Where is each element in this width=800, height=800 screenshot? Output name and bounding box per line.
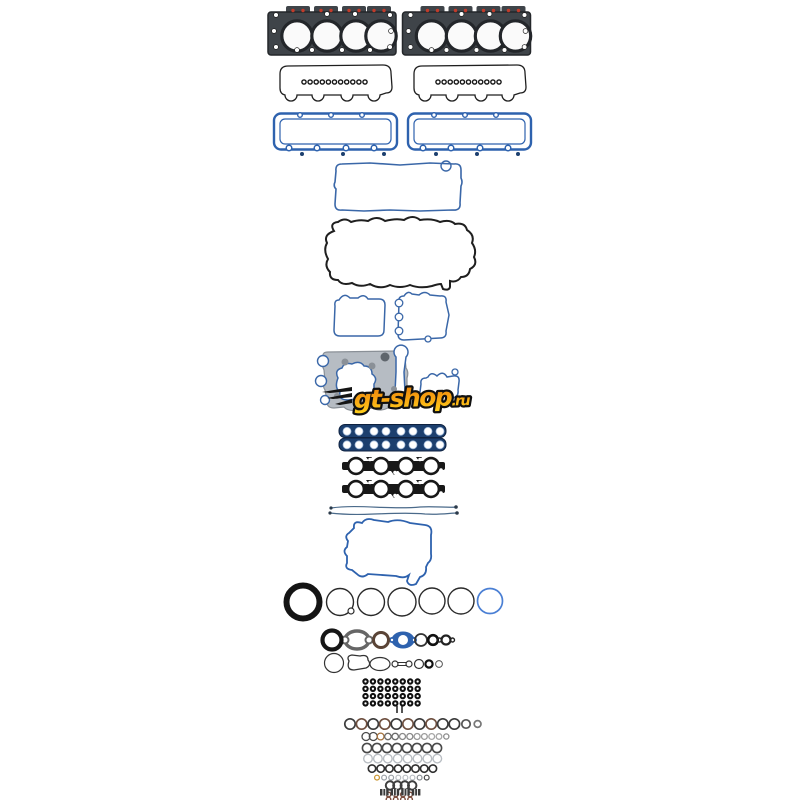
head-gasket-right [401,6,533,56]
watermark-text: gt-shop.ru [353,382,470,414]
side-gasket-left [333,294,386,337]
thermostat-gasket [418,372,460,406]
speed-lines-icon [322,387,352,405]
front-cover-keyhole [393,344,409,399]
engine-cover-gasket [324,216,477,291]
rocker-gasket-right [406,112,533,151]
head-gasket-left [267,6,398,56]
side-gasket-right [397,291,450,341]
pin-pair [396,706,403,713]
seal-row-shapes [340,629,417,672]
oil-pan-gasket [343,518,433,586]
upper-rail-gasket [333,162,463,212]
seal-strips [329,505,458,516]
seals-and-orings [283,79,520,800]
rocker-gasket-left [272,112,399,151]
gt-shop-watermark: gt-shop.ru [322,380,473,416]
